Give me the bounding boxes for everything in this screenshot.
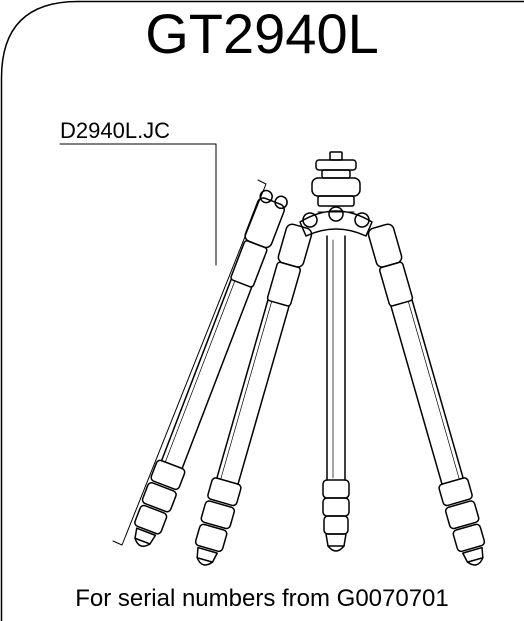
left-leg xyxy=(194,223,313,566)
serial-note: For serial numbers from G0070701 xyxy=(75,585,449,612)
part-number-label: D2940L.JC xyxy=(60,118,171,143)
center-column xyxy=(299,151,373,552)
leg-bracket xyxy=(112,179,267,546)
callout-leader xyxy=(59,143,217,266)
right-leg xyxy=(367,223,486,566)
detached-leg xyxy=(134,189,288,547)
model-title: GT2940L xyxy=(145,2,379,65)
